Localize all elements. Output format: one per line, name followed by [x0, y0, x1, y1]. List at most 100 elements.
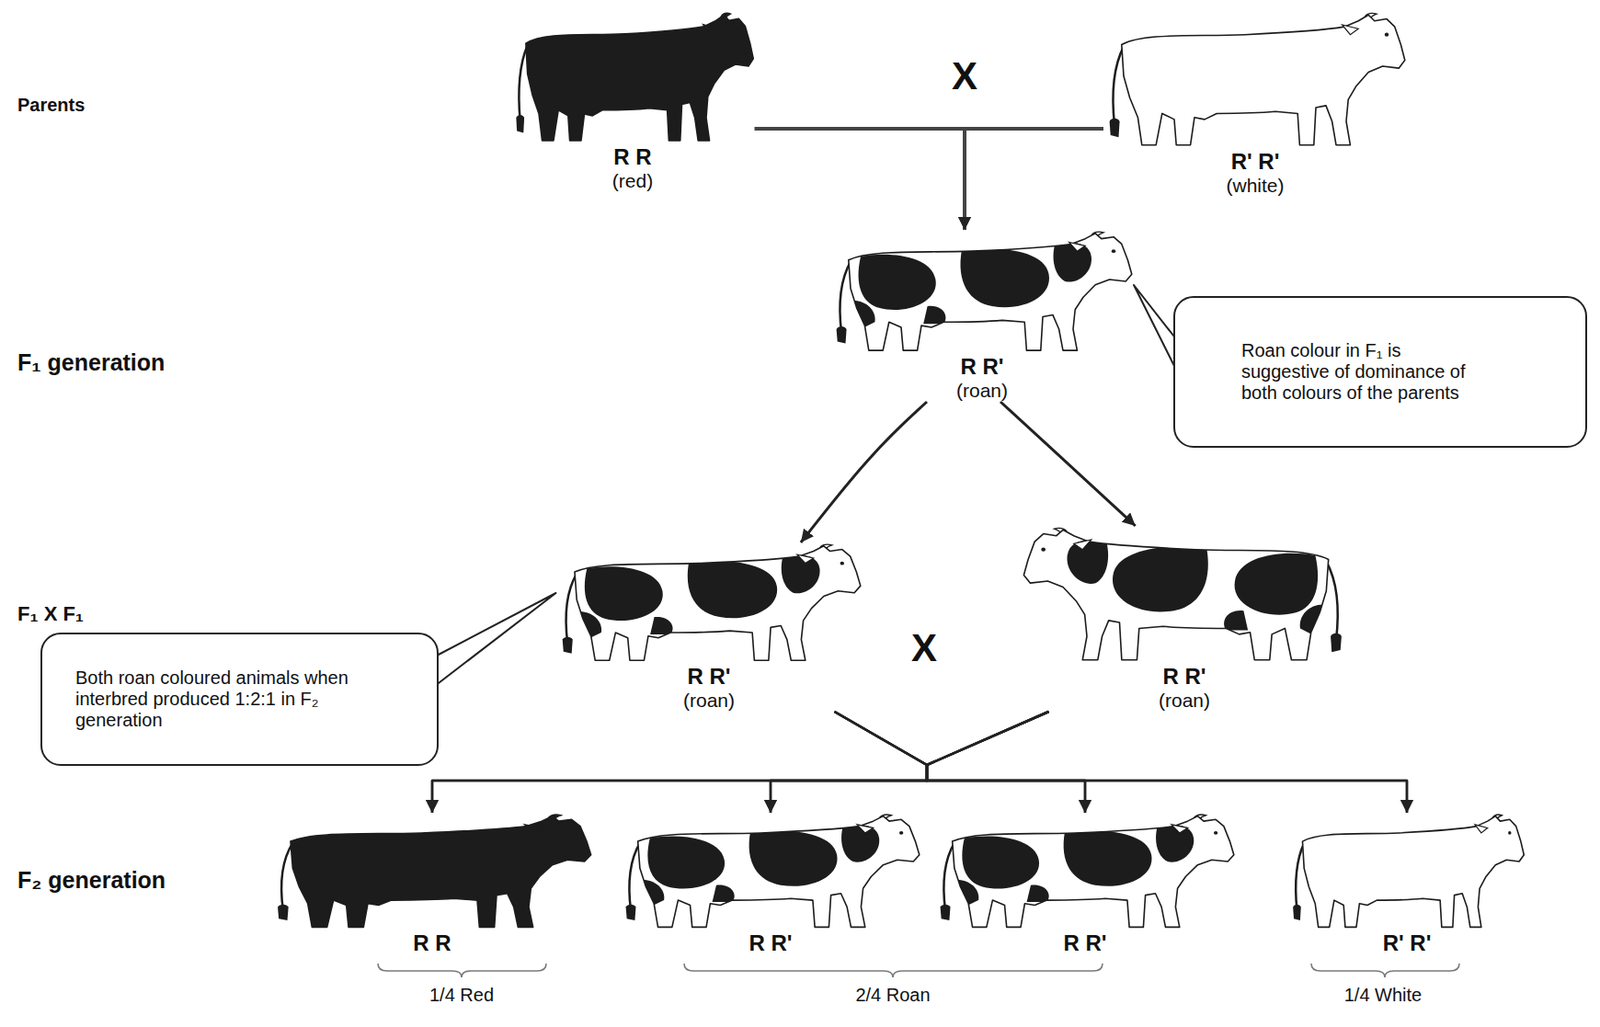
cow-node: R' R' — [1288, 812, 1526, 957]
genotype-label: R R' — [1162, 663, 1206, 690]
cow-figure — [277, 814, 592, 927]
coat-patch — [858, 254, 937, 310]
coat-patch — [1111, 546, 1208, 612]
cow-body — [1302, 816, 1524, 928]
coat-patch — [780, 554, 820, 594]
coat-patch — [1234, 553, 1318, 616]
coat-patch — [960, 248, 1050, 308]
cow-figure — [940, 814, 1235, 927]
cow-ear — [1342, 24, 1360, 35]
coat-patch — [576, 611, 602, 640]
inheritance-arrow — [1000, 401, 1136, 526]
inheritance-arrow — [964, 128, 1104, 230]
cow-illustration — [934, 812, 1236, 931]
cow-figure — [626, 814, 920, 927]
inheritance-arrow — [432, 711, 927, 813]
cow-figure — [1023, 527, 1342, 660]
cow-body — [952, 816, 1235, 928]
cow-node: R R'(roan) — [556, 542, 863, 712]
cow-ear — [796, 554, 813, 563]
inheritance-arrow — [834, 711, 1086, 813]
coat-patch — [749, 830, 838, 887]
coat-patch — [850, 300, 876, 330]
callout-bubble: Roan colour in F₁ is suggestive of domin… — [1173, 296, 1588, 448]
cow-tail-tuft — [626, 904, 637, 921]
roan-patches — [1066, 539, 1326, 637]
coat-patch — [640, 880, 664, 907]
genotype-label: R R' — [960, 354, 1004, 380]
cow-illustration — [1288, 812, 1526, 931]
callout-pointer — [434, 593, 557, 686]
coat-patch — [841, 824, 880, 863]
bracket-brace — [377, 963, 547, 978]
cow-ear — [524, 824, 542, 834]
phenotype-label: (white) — [1225, 174, 1284, 197]
cow-illustration — [830, 229, 1134, 355]
cow-illustration — [1021, 525, 1349, 664]
callout-text: Roan colour in F₁ is suggestive of domin… — [1241, 340, 1472, 404]
coat-patch — [650, 617, 673, 635]
cow-ear — [1474, 824, 1488, 834]
bracket-brace — [684, 963, 1103, 978]
cow-body — [573, 546, 860, 661]
genotype-label: R' R' — [1382, 930, 1432, 957]
ratio-label: 2/4 Roan — [853, 984, 932, 1006]
callout-pointer — [1133, 285, 1178, 372]
cow-node: R R' — [934, 812, 1236, 957]
cow-eye — [1111, 249, 1116, 253]
cow-ear — [1073, 539, 1091, 550]
cow-tail-tuft — [277, 904, 289, 921]
cow-node: R R' — [619, 812, 922, 957]
genotype-label: R R — [613, 144, 652, 171]
cow-body — [848, 233, 1132, 351]
cow-illustration — [619, 812, 922, 931]
genotype-label: R R' — [686, 663, 731, 690]
cow-ear — [702, 24, 716, 35]
cow-node: R R(red) — [511, 11, 755, 193]
coat-patch — [1299, 604, 1326, 637]
cow-tail-tuft — [1292, 904, 1302, 921]
cow-node: R R'(roan) — [830, 229, 1134, 402]
coat-patch — [923, 306, 946, 324]
cow-eye — [1508, 831, 1511, 835]
roan-patches — [576, 554, 820, 640]
coat-patch — [686, 560, 777, 619]
roan-patches — [850, 242, 1092, 330]
roan-patches — [954, 824, 1194, 907]
cow-body — [525, 14, 753, 141]
cow-eye — [1040, 548, 1046, 552]
coat-patch — [1066, 539, 1109, 584]
cow-illustration — [271, 812, 594, 931]
roan-patches — [640, 824, 880, 907]
cow-eye — [839, 561, 844, 566]
cow-figure — [836, 231, 1132, 351]
cow-node: R R'(roan) — [1021, 525, 1349, 712]
cow-node: R' R'(white) — [1103, 11, 1407, 197]
callout-text: Both roan coloured animals when interbre… — [75, 667, 370, 732]
coat-patch — [961, 835, 1040, 889]
phenotype-label: (roan) — [683, 689, 735, 712]
generation-label: F₁ X F₁ — [15, 602, 86, 626]
genotype-label: R R' — [748, 930, 792, 957]
cross-symbol: X — [909, 626, 939, 671]
cow-illustration — [1103, 11, 1407, 149]
coat-patch — [1063, 830, 1153, 887]
cow-ear — [1171, 824, 1188, 834]
generation-label: F₁ generation — [15, 349, 167, 377]
cow-tail-tuft — [1109, 118, 1120, 138]
cow-tail-tuft — [940, 904, 951, 921]
callout-bubble: Both roan coloured animals when interbre… — [40, 632, 439, 766]
cow-ear — [1069, 242, 1086, 252]
cow-body — [290, 816, 592, 928]
coat-patch — [583, 566, 663, 621]
coat-patch — [1223, 610, 1248, 631]
cow-figure — [561, 544, 860, 661]
coat-patch — [1027, 884, 1050, 902]
genotype-label: R R — [412, 930, 451, 957]
phenotype-label: (roan) — [956, 379, 1008, 402]
cow-body — [1121, 14, 1406, 145]
ratio-label: 1/4 Red — [427, 984, 496, 1006]
coat-patch — [647, 835, 725, 889]
coat-patch — [712, 884, 735, 902]
